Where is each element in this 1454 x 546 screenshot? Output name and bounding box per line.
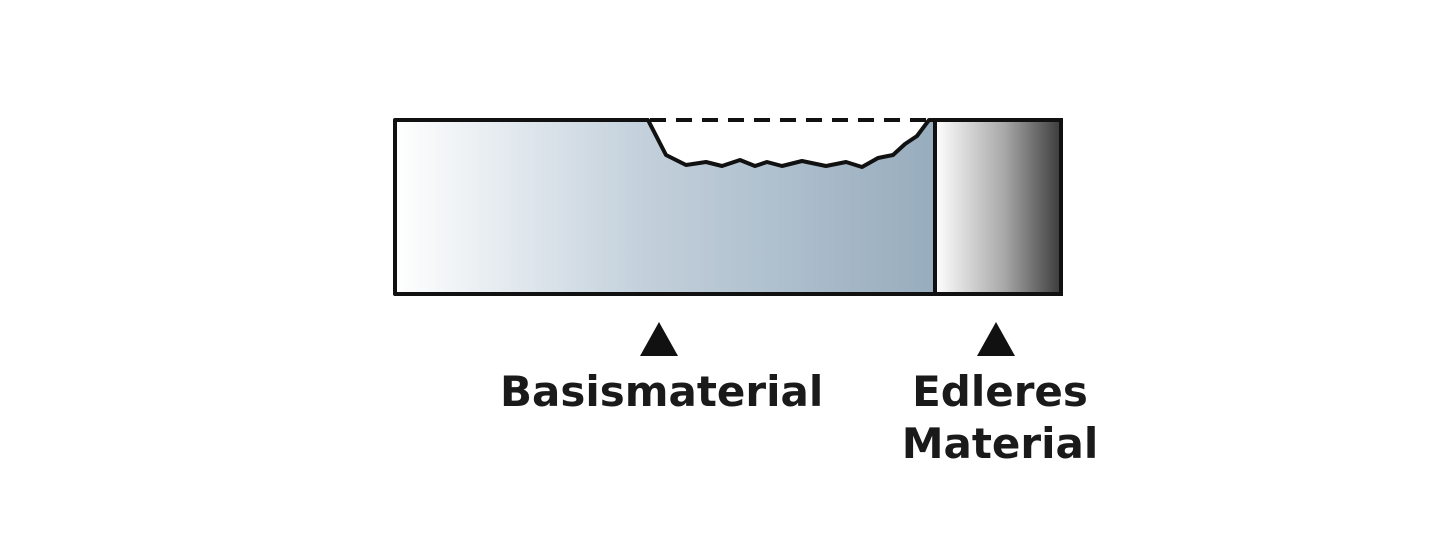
base-material-block (393, 118, 937, 296)
base-material-pointer-icon (640, 322, 678, 356)
noble-material-pointer-icon (977, 322, 1015, 356)
base-material-label: Basismaterial (500, 367, 824, 416)
noble-material-label-line1: Edleres (912, 367, 1088, 416)
noble-material-block (933, 118, 1063, 296)
noble-material-label: Edleres Material (880, 366, 1120, 470)
noble-material-label-line2: Material (901, 419, 1099, 468)
